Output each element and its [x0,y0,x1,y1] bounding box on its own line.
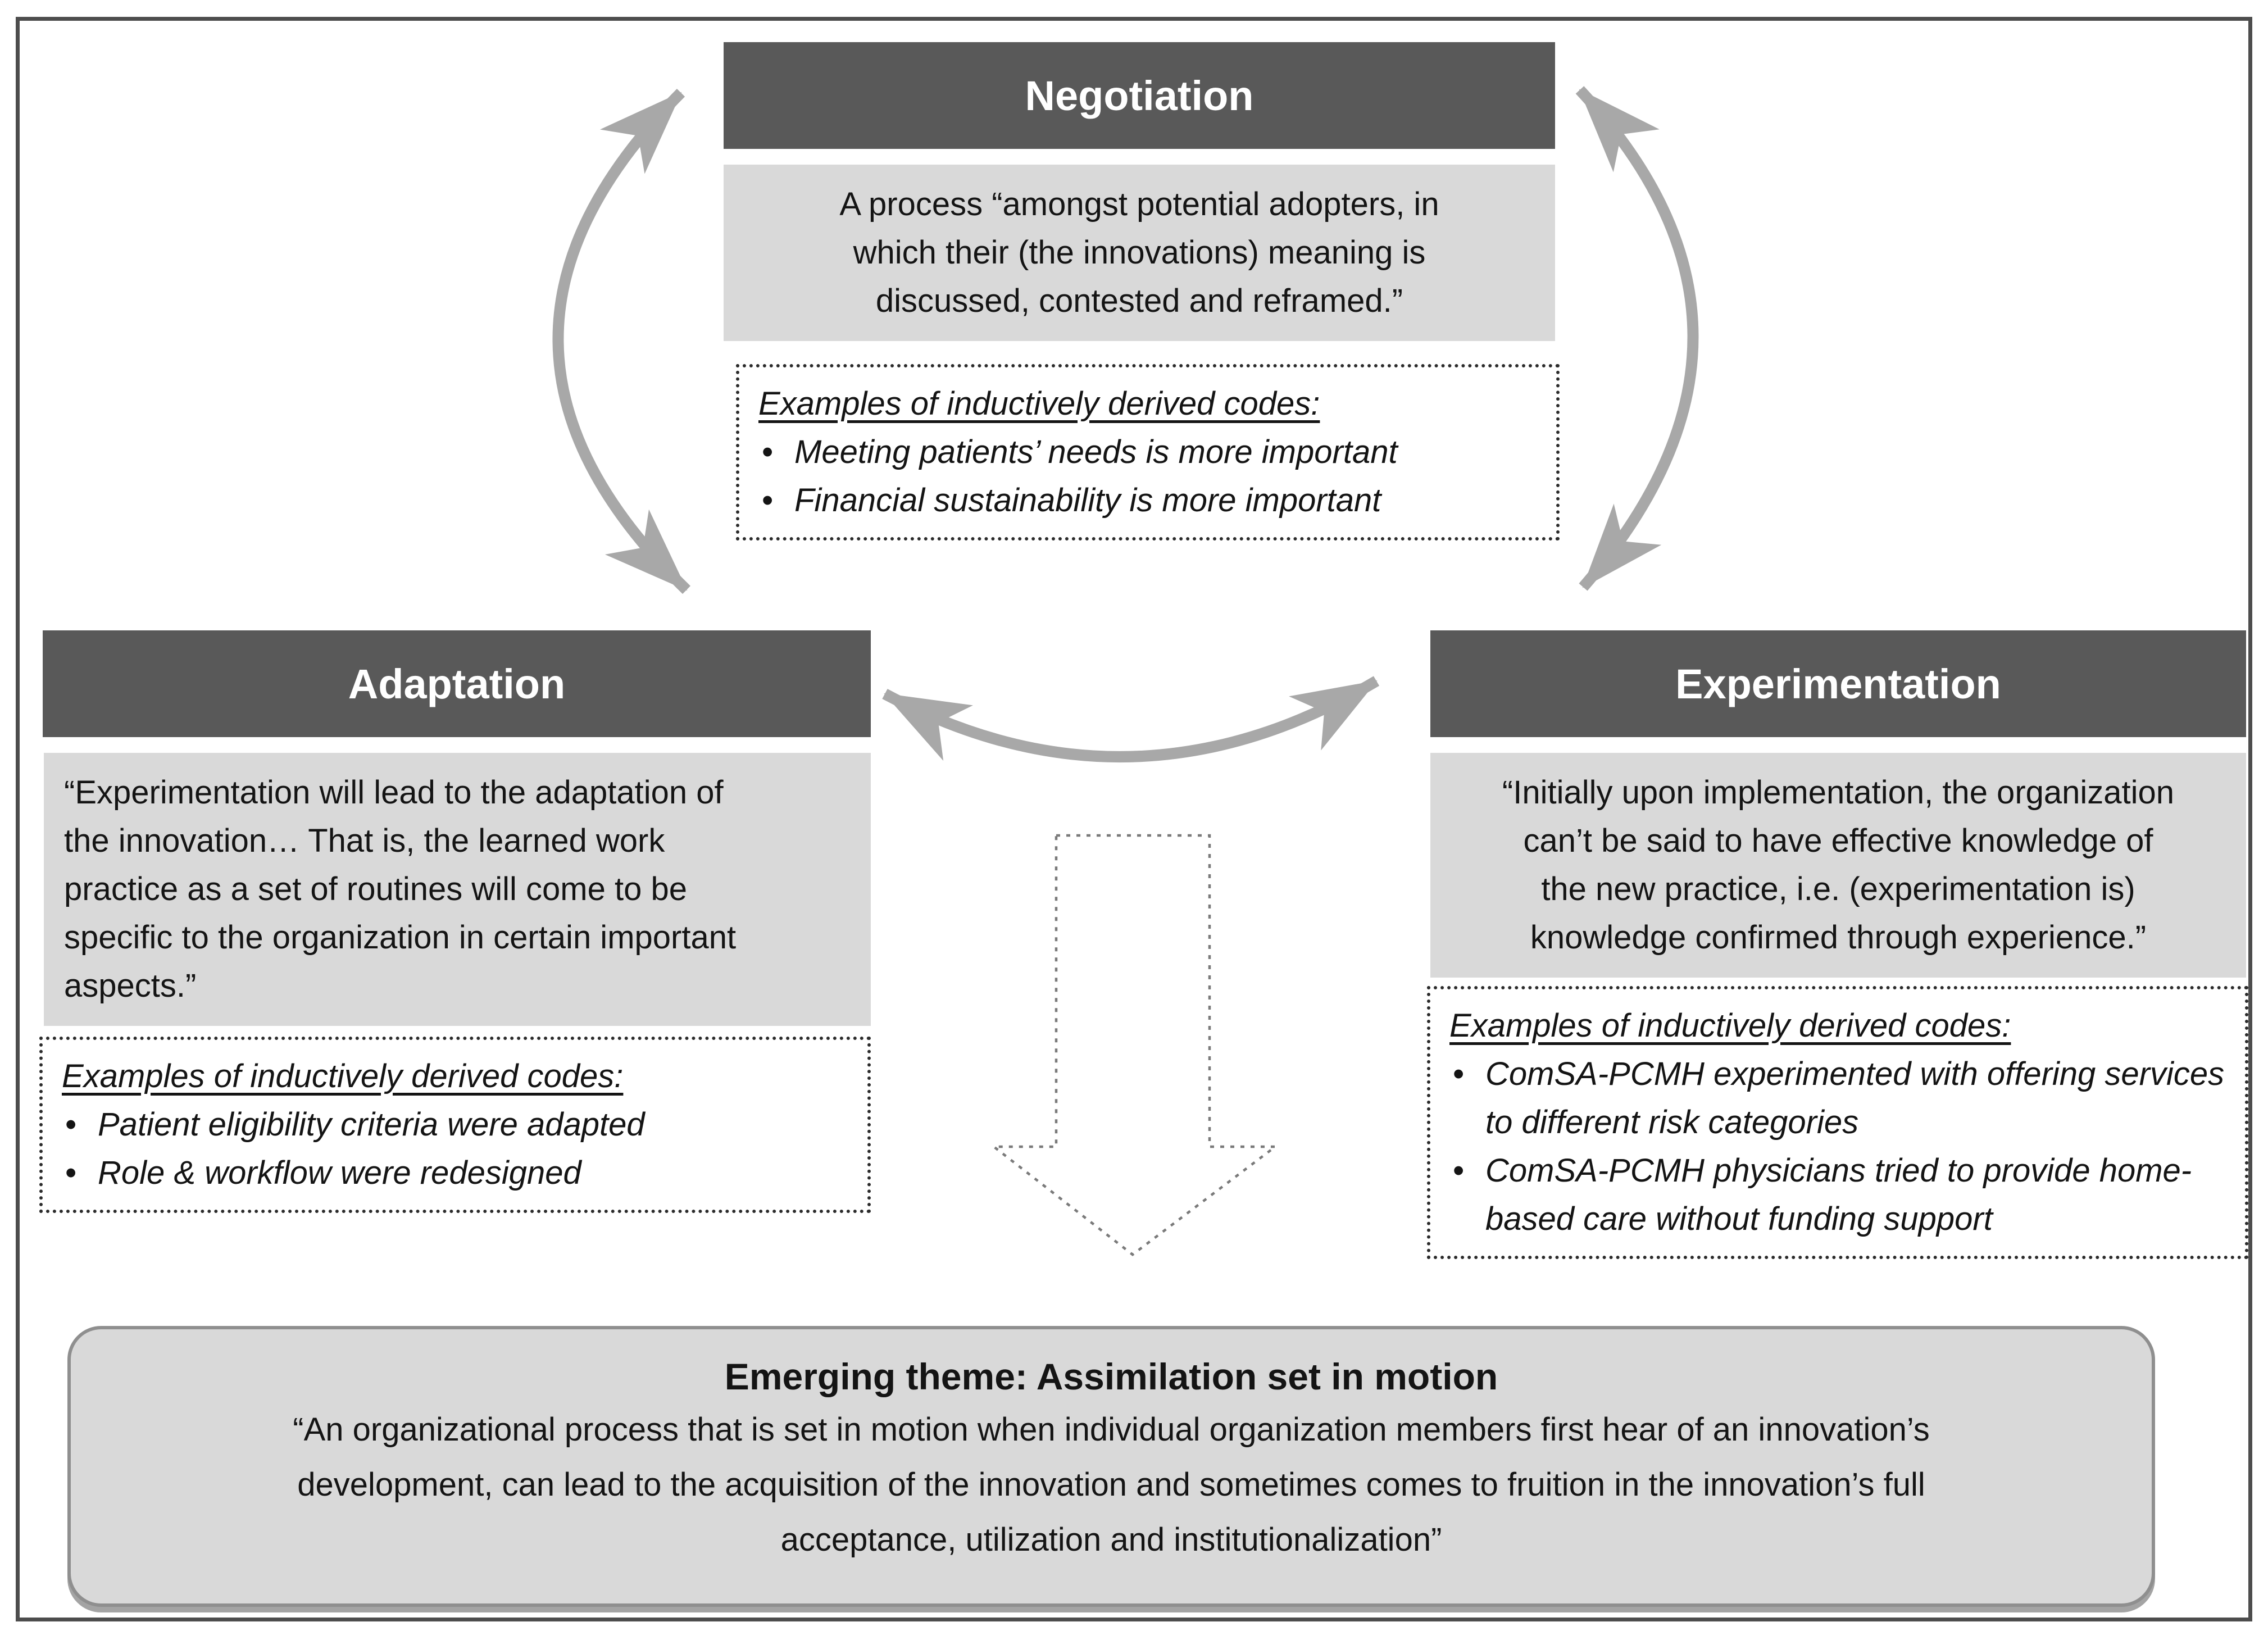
adaptation-title: Adaptation [348,660,566,707]
list-item: • Meeting patients’ needs is more import… [758,428,1537,476]
list-item: • ComSA-PCMH experimented with offering … [1449,1050,2226,1147]
emerging-theme-line: acceptance, utilization and institutiona… [780,1521,1442,1558]
emerging-theme-line: development, can lead to the acquisition… [297,1466,1925,1503]
quote-line: practice as a set of routines will come … [64,871,687,907]
experimentation-title: Experimentation [1675,660,2001,707]
quote-line: which their (the innovations) meaning is [853,234,1426,271]
emerging-theme-line: “An organizational process that is set i… [293,1411,1930,1448]
example-text: ComSA-PCMH experimented with offering se… [1485,1056,2225,1141]
bullet-icon: • [65,1155,77,1191]
examples-title: Examples of inductively derived codes: [62,1058,624,1094]
example-text: Patient eligibility criteria were adapte… [98,1106,645,1143]
experimentation-header: Experimentation [1430,630,2246,737]
negotiation-examples-box: Examples of inductively derived codes: •… [736,364,1560,540]
examples-list: • ComSA-PCMH experimented with offering … [1449,1050,2226,1243]
experimentation-quote: “Initially upon implementation, the orga… [1430,753,2246,978]
bullet-icon: • [65,1106,77,1143]
experimentation-examples-box: Examples of inductively derived codes: •… [1427,986,2248,1259]
example-text: Role & workflow were redesigned [98,1155,581,1191]
adaptation-quote: “Experimentation will lead to the adapta… [44,753,871,1026]
quote-line: the innovation… That is, the learned wor… [64,823,665,859]
quote-line: discussed, contested and reframed.” [875,283,1403,319]
list-item: • Role & workflow were redesigned [62,1149,848,1197]
emerging-theme-box: Emerging theme: Assimilation set in moti… [67,1326,2155,1607]
bullet-icon: • [762,434,774,470]
quote-line: aspects.” [64,967,197,1004]
example-text: ComSA-PCMH physicians tried to provide h… [1485,1152,2192,1237]
adaptation-header: Adaptation [43,630,871,737]
examples-title: Examples of inductively derived codes: [758,385,1320,422]
example-text: Meeting patients’ needs is more importan… [794,434,1398,470]
negotiation-title: Negotiation [1025,72,1254,119]
negotiation-header: Negotiation [724,42,1555,149]
bullet-icon: • [762,482,774,519]
quote-line: A process “amongst potential adopters, i… [839,186,1439,222]
bullet-icon: • [1453,1152,1465,1189]
examples-list: • Meeting patients’ needs is more import… [758,428,1537,525]
bullet-icon: • [1453,1056,1465,1092]
examples-title: Examples of inductively derived codes: [1449,1007,2011,1044]
list-item: • Patient eligibility criteria were adap… [62,1101,848,1149]
negotiation-quote: A process “amongst potential adopters, i… [724,165,1555,341]
list-item: • ComSA-PCMH physicians tried to provide… [1449,1147,2226,1243]
quote-line: specific to the organization in certain … [64,919,737,956]
quote-line: can’t be said to have effective knowledg… [1523,823,2153,859]
emerging-theme-title: Emerging theme: Assimilation set in moti… [724,1356,1498,1397]
adaptation-examples-box: Examples of inductively derived codes: •… [39,1037,871,1213]
examples-list: • Patient eligibility criteria were adap… [62,1101,848,1197]
quote-line: “Experimentation will lead to the adapta… [64,774,724,811]
example-text: Financial sustainability is more importa… [794,482,1381,519]
quote-line: knowledge confirmed through experience.” [1530,919,2147,956]
diagram-frame [16,17,2252,1621]
quote-line: the new practice, i.e. (experimentation … [1541,871,2135,907]
list-item: • Financial sustainability is more impor… [758,476,1537,525]
quote-line: “Initially upon implementation, the orga… [1502,774,2175,811]
